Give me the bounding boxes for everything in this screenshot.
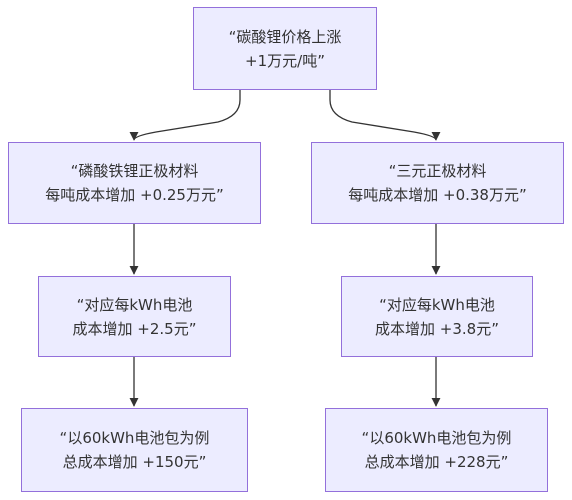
node-root-line2: +1万元/吨” <box>245 51 325 70</box>
node-ncm-material-line2: 每吨成本增加 +0.38万元” <box>348 186 527 204</box>
edge-root-to-lfp-material <box>129 90 241 141</box>
node-lfp-cathode-material: “磷酸铁锂正极材料 每吨成本增加 +0.25万元” <box>8 142 261 224</box>
node-root-line1: “碳酸锂价格上涨 <box>228 27 342 46</box>
node-ncm-60kwh-pack-cost: “以60kWh电池包为例 总成本增加 +228元” <box>325 408 548 492</box>
node-root-lithium-carbonate-price: “碳酸锂价格上涨 +1万元/吨” <box>193 7 377 90</box>
node-lfp-material-line2: 每吨成本增加 +0.25万元” <box>45 186 224 204</box>
node-ncm-pack-line2: 总成本增加 +228元” <box>364 453 509 471</box>
node-ncm-kwh-line1: “对应每kWh电池 <box>379 295 495 314</box>
node-ncm-material-line1: “三元正极材料 <box>388 162 487 180</box>
edge-root-to-ncm-material <box>329 90 441 141</box>
node-lfp-pack-line2: 总成本增加 +150元” <box>62 453 207 471</box>
node-lfp-pack-line1: “以60kWh电池包为例 <box>59 429 210 447</box>
node-lfp-material-line1: “磷酸铁锂正极材料 <box>70 162 199 180</box>
node-ncm-kwh-line2: 成本增加 +3.8元” <box>375 319 499 338</box>
node-ncm-cathode-material: “三元正极材料 每吨成本增加 +0.38万元” <box>311 142 564 224</box>
node-lfp-kwh-line2: 成本增加 +2.5元” <box>72 319 197 338</box>
node-lfp-kwh-line1: “对应每kWh电池 <box>76 295 193 314</box>
node-ncm-per-kwh-cost: “对应每kWh电池 成本增加 +3.8元” <box>341 276 533 357</box>
node-lfp-60kwh-pack-cost: “以60kWh电池包为例 总成本增加 +150元” <box>21 408 248 492</box>
node-ncm-pack-line1: “以60kWh电池包为例 <box>361 429 512 447</box>
node-lfp-per-kwh-cost: “对应每kWh电池 成本增加 +2.5元” <box>38 276 231 357</box>
